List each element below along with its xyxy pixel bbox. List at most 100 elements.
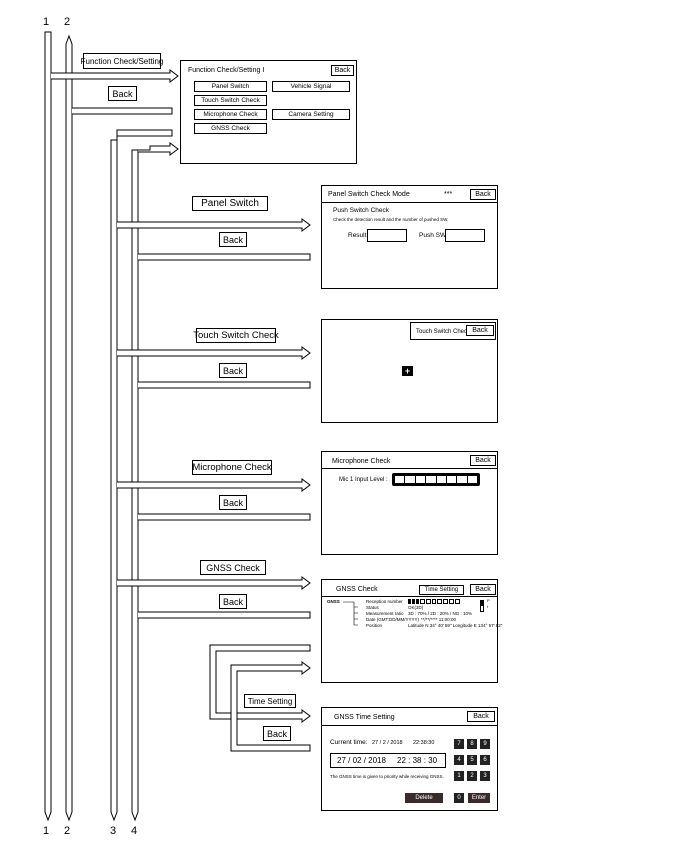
panel-push-field — [445, 229, 485, 242]
panel-heading: Push Switch Check — [333, 207, 389, 214]
panel-switch-label: Panel Switch — [192, 196, 268, 211]
gnss-row-label: Reception number — [366, 599, 403, 604]
mic-level-meter — [392, 473, 480, 486]
line-1-top-label: 1 — [43, 16, 50, 28]
gnss-row-value: 3D : 70% / 2D : 20% / NG : 10% — [408, 611, 473, 616]
panel-screen-stars: *** — [444, 191, 453, 198]
menu-item-camera-setting[interactable]: Camera Setting — [272, 109, 350, 120]
gnss-screen: GNSS Check Time Setting Back GNSS Recept… — [321, 579, 502, 683]
gnss-back-button[interactable]: Back — [470, 584, 496, 595]
time-setting-label: Time Setting — [244, 694, 296, 708]
gnss-row-label: Date (GMT:DD/MM/YYYY) — [366, 617, 420, 622]
gnss-scroll-mark: P — [487, 598, 490, 603]
mic-back-button[interactable]: Back — [470, 455, 496, 466]
line-4-bottom-label: 4 — [131, 825, 138, 837]
gnss-reception-bar — [431, 599, 437, 604]
back-label-panel: Back — [219, 232, 247, 247]
gnss-reception-bar — [425, 599, 431, 604]
key-3[interactable]: 3 — [480, 771, 490, 781]
back-label-touch: Back — [219, 363, 247, 378]
line-3-bottom-label: 3 — [110, 825, 117, 837]
gnss-reception-bar — [415, 599, 419, 604]
key-8[interactable]: 8 — [467, 739, 477, 749]
line-1-bottom-label: 1 — [43, 825, 50, 837]
gnss-scroll-thumb[interactable] — [481, 601, 483, 606]
microphone-screen: Microphone Check Back Mic 1 Input Level … — [321, 451, 498, 555]
time-divider — [322, 725, 497, 726]
function-check-setting-label: Function Check/Setting — [81, 53, 163, 69]
gnss-time-setting-button[interactable]: Time Setting — [419, 585, 464, 595]
gnss-reception-bar — [437, 599, 443, 604]
key-1[interactable]: 1 — [454, 771, 464, 781]
line-2-top-label: 2 — [64, 16, 71, 28]
mic-level-segment — [395, 476, 405, 483]
back-label-mic: Back — [219, 495, 247, 510]
mic-level-segment — [426, 476, 436, 483]
mic-screen-title: Microphone Check — [332, 458, 391, 465]
time-input-field[interactable]: 27 / 02 / 2018 22 : 38 : 30 — [330, 753, 446, 768]
menu-back-button[interactable]: Back — [331, 65, 354, 76]
gnss-row-label: Position — [366, 623, 383, 628]
current-time-value: 22:38:30 — [413, 740, 435, 746]
time-screen-title: GNSS Time Setting — [334, 714, 395, 721]
key-5[interactable]: 5 — [467, 755, 477, 765]
time-back-button[interactable]: Back — [467, 711, 495, 722]
gnss-row-label: Status — [366, 605, 379, 610]
touch-switch-screen: Touch Switch Check Back + — [321, 319, 498, 423]
gnss-row-value: **/**/**** 11:00:00 — [421, 617, 456, 622]
current-time-label: Current time: — [330, 739, 368, 746]
mic-level-segment — [467, 476, 477, 483]
back-label-menu: Back — [108, 86, 137, 101]
gnss-scrollbar[interactable] — [480, 600, 484, 612]
gnss-time-setting-screen: GNSS Time Setting Back Current time: 27 … — [321, 707, 498, 811]
mic-level-segment — [436, 476, 446, 483]
key-9[interactable]: 9 — [480, 739, 490, 749]
gnss-row-value: OK(3D) — [408, 605, 424, 610]
gnss-row-value: Latitude N 34° 40' 59" Longitude E 134° … — [408, 623, 503, 628]
enter-button[interactable]: Enter — [468, 793, 490, 803]
key-4[interactable]: 4 — [454, 755, 464, 765]
key-7[interactable]: 7 — [454, 739, 464, 749]
mic-level-segment — [415, 476, 426, 483]
current-date-value: 27 / 2 / 2018 — [372, 740, 403, 746]
gnss-reception-bar — [408, 599, 411, 604]
menu-item-touch-switch-check[interactable]: Touch Switch Check — [194, 95, 267, 106]
gnss-reception-bar — [449, 599, 455, 604]
key-2[interactable]: 2 — [467, 771, 477, 781]
menu-screen: Function Check/Setting Ⅰ Back Panel Swit… — [180, 60, 357, 164]
gnss-reception-bar — [455, 599, 461, 604]
crosshair-icon[interactable]: + — [402, 366, 413, 376]
line-2-bottom-label: 2 — [64, 825, 71, 837]
menu-item-microphone-check[interactable]: Microphone Check — [194, 109, 267, 120]
menu-item-vehicle-signal[interactable]: Vehicle Signal — [272, 81, 350, 92]
microphone-check-label: Microphone Check — [192, 460, 272, 475]
menu-item-gnss-check[interactable]: GNSS Check — [194, 123, 267, 134]
panel-screen-title: Panel Switch Check Mode — [328, 191, 410, 198]
panel-push-label: Push SW: — [419, 232, 448, 239]
mic-divider — [322, 468, 497, 469]
mic-input-label: Mic 1 Input Level : — [339, 477, 388, 483]
panel-divider — [322, 202, 497, 203]
menu-item-panel-switch[interactable]: Panel Switch — [194, 81, 267, 92]
panel-back-button[interactable]: Back — [470, 189, 496, 200]
touch-screen-title: Touch Switch Check — [416, 329, 471, 335]
key-0[interactable]: 0 — [454, 793, 464, 803]
gnss-reception-bar — [411, 599, 415, 604]
gnss-reception-bar — [443, 599, 449, 604]
delete-button[interactable]: Delete — [405, 793, 443, 803]
touch-switch-check-label: Touch Switch Check — [193, 328, 279, 343]
gnss-row-label: Measurement ratio — [366, 611, 404, 616]
gnss-check-label: GNSS Check — [200, 560, 266, 575]
panel-result-field — [367, 229, 407, 242]
key-6[interactable]: 6 — [480, 755, 490, 765]
gnss-reception-bar — [419, 599, 425, 604]
menu-title: Function Check/Setting Ⅰ — [188, 67, 265, 74]
mic-level-segment — [457, 476, 467, 483]
mic-level-segment — [446, 476, 457, 483]
gnss-reception-bars — [408, 599, 461, 604]
gnss-tree-lines — [343, 601, 358, 626]
gnss-section-label: GNSS — [327, 599, 340, 604]
touch-back-button[interactable]: Back — [466, 325, 494, 336]
